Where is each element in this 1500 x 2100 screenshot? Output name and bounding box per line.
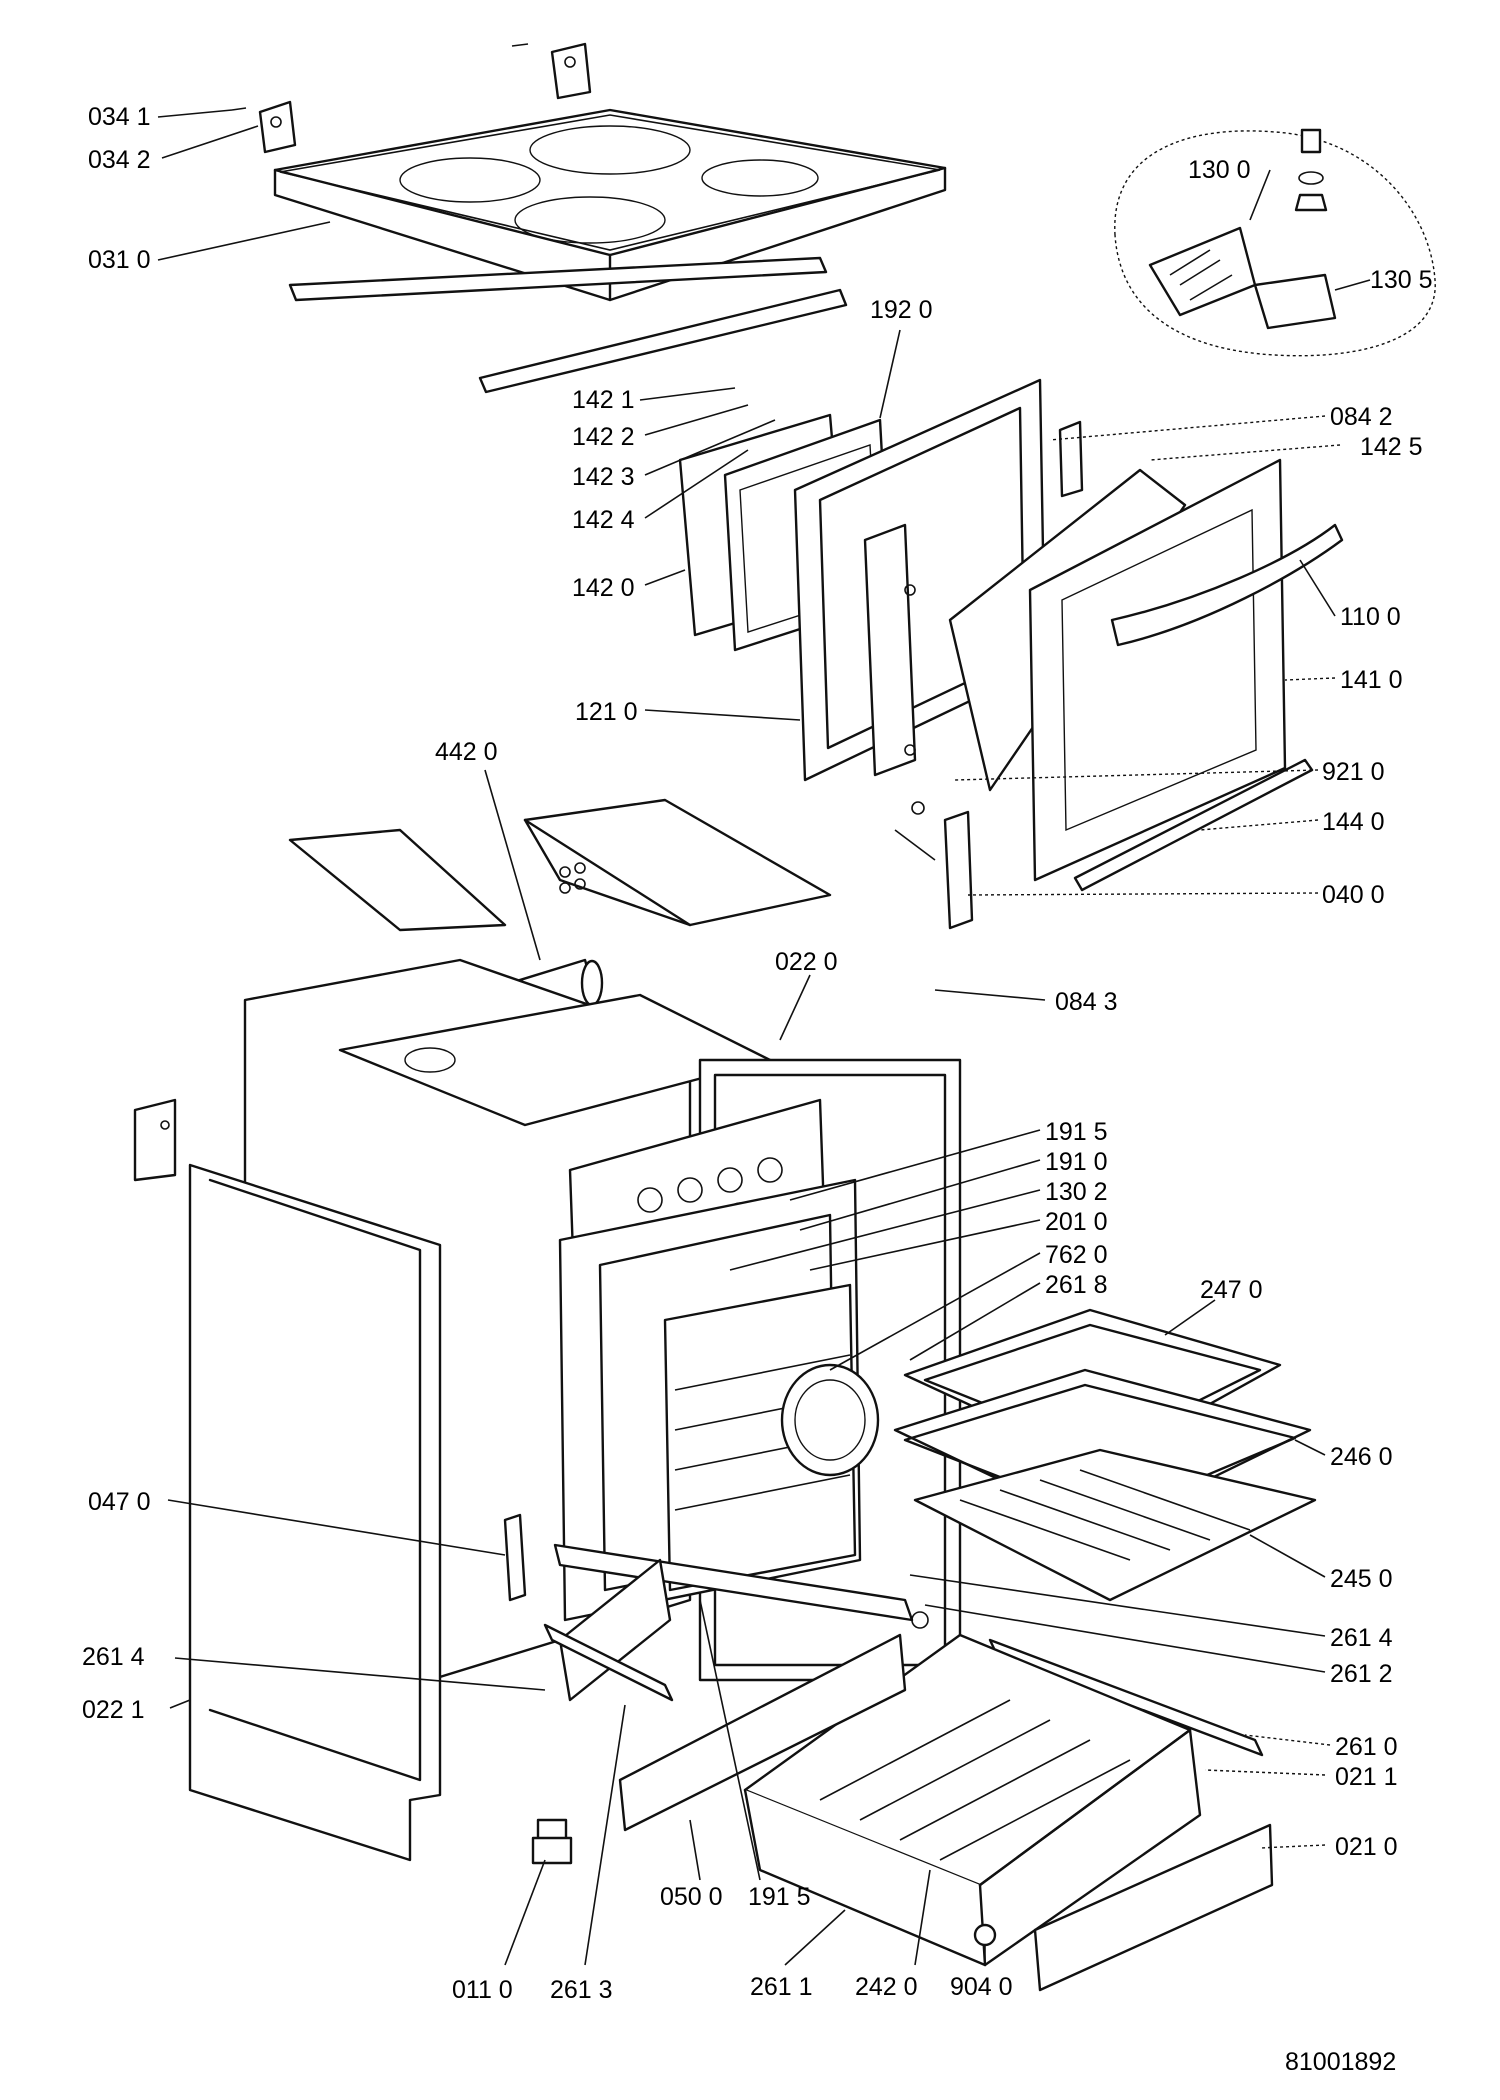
label-130-2: 130 2: [1045, 1178, 1108, 1206]
telescopic-slides: [543, 1611, 1264, 1757]
label-261-0: 261 0: [1335, 1733, 1398, 1761]
label-261-4-right: 261 4: [1330, 1624, 1393, 1652]
label-261-4-left: 261 4: [82, 1643, 145, 1671]
label-191-0: 191 0: [1045, 1148, 1108, 1176]
label-191-5-upper: 191 5: [1045, 1118, 1108, 1146]
label-201-0: 201 0: [1045, 1208, 1108, 1236]
wire-rack-245: [913, 1448, 1317, 1602]
label-142-3: 142 3: [572, 463, 635, 491]
drawer-roller: [973, 1923, 997, 1947]
document-number: 81001892: [1285, 2048, 1396, 2076]
label-047-0: 047 0: [88, 1488, 151, 1516]
label-121-0: 121 0: [575, 698, 638, 726]
label-191-5-lower: 191 5: [748, 1883, 811, 1911]
label-011-0: 011 0: [452, 1976, 513, 2004]
adjustable-foot: [531, 1818, 573, 1865]
label-110-0: 110 0: [1340, 603, 1401, 631]
label-921-0: 921 0: [1322, 758, 1385, 786]
label-762-0: 762 0: [1045, 1241, 1108, 1269]
door-bottom-trim: [1073, 758, 1314, 892]
leader-lines: [157, 109, 1371, 1966]
label-034-1: 034 1: [88, 103, 151, 131]
label-245-0: 245 0: [1330, 1565, 1393, 1593]
vent-holes: [559, 862, 586, 894]
label-192-0: 192 0: [870, 296, 933, 324]
label-040-0: 040 0: [1322, 881, 1385, 909]
part-labels: 034 1 034 2 031 0 130 0 130 5 192 0 142 …: [82, 103, 1433, 2076]
label-261-3: 261 3: [550, 1976, 613, 2004]
door-handle: [1110, 523, 1344, 647]
label-034-2: 034 2: [88, 146, 151, 174]
label-022-1: 022 1: [82, 1696, 145, 1724]
oven-cavity: [558, 1178, 880, 1622]
label-142-5: 142 5: [1360, 433, 1423, 461]
label-130-0: 130 0: [1188, 156, 1251, 184]
hinge-brackets: [231, 42, 592, 154]
label-021-1: 021 1: [1335, 1763, 1398, 1791]
label-021-0: 021 0: [1335, 1833, 1398, 1861]
label-142-0: 142 0: [572, 574, 635, 602]
label-142-1: 142 1: [572, 386, 635, 414]
door-outer-glass: [948, 458, 1287, 882]
label-261-1: 261 1: [750, 1973, 813, 2001]
label-247-0: 247 0: [1200, 1276, 1263, 1304]
label-050-0: 050 0: [660, 1883, 723, 1911]
top-ducts: [288, 798, 832, 932]
drawer-front: [1033, 1823, 1274, 1992]
door-hinge-mounts: [894, 420, 1084, 930]
label-442-0: 442 0: [435, 738, 498, 766]
label-246-0: 246 0: [1330, 1443, 1393, 1471]
left-side-bracket: [133, 1098, 177, 1182]
label-904-0: 904 0: [950, 1973, 1013, 2001]
label-022-0: 022 0: [775, 948, 838, 976]
label-141-0: 141 0: [1340, 666, 1403, 694]
label-261-2: 261 2: [1330, 1660, 1393, 1688]
support-rails: [288, 256, 848, 394]
label-130-5: 130 5: [1370, 266, 1433, 294]
label-144-0: 144 0: [1322, 808, 1385, 836]
label-242-0: 242 0: [855, 1973, 918, 2001]
cooktop-hob: [273, 108, 947, 302]
label-084-3: 084 3: [1055, 988, 1118, 1016]
label-031-0: 031 0: [88, 246, 151, 274]
label-142-4: 142 4: [572, 506, 635, 534]
knob-detail-callout: [1114, 128, 1436, 357]
oven-side-rails: [553, 1543, 914, 1702]
drawer-side-panel: [618, 1633, 907, 1832]
door-switch: [503, 1513, 527, 1602]
label-084-2: 084 2: [1330, 403, 1393, 431]
side-panel: [188, 1163, 442, 1862]
drawer-ribs: [819, 1699, 1131, 1861]
label-142-2: 142 2: [572, 423, 635, 451]
label-261-8: 261 8: [1045, 1271, 1108, 1299]
storage-drawer: [743, 1633, 1202, 1967]
